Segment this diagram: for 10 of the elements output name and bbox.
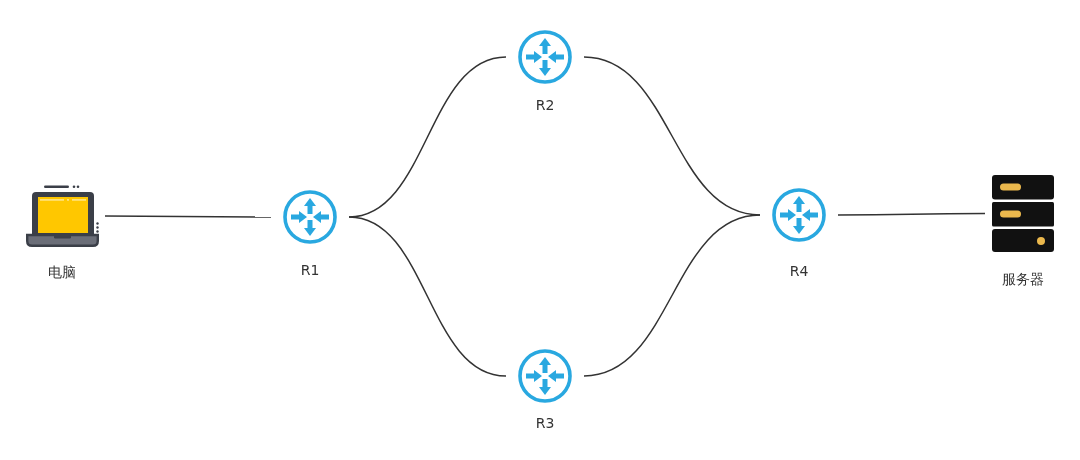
- connector-line: [104, 215, 272, 218]
- device-label: R1: [300, 261, 320, 279]
- connector-line: [583, 214, 761, 377]
- device-label: 电脑: [48, 263, 76, 281]
- device-label: R3: [535, 414, 555, 432]
- connector-line: [837, 212, 986, 216]
- device-label: R2: [535, 96, 555, 114]
- connector-line: [348, 216, 507, 377]
- device-label: 服务器: [1002, 270, 1044, 288]
- device-label: R4: [789, 262, 809, 280]
